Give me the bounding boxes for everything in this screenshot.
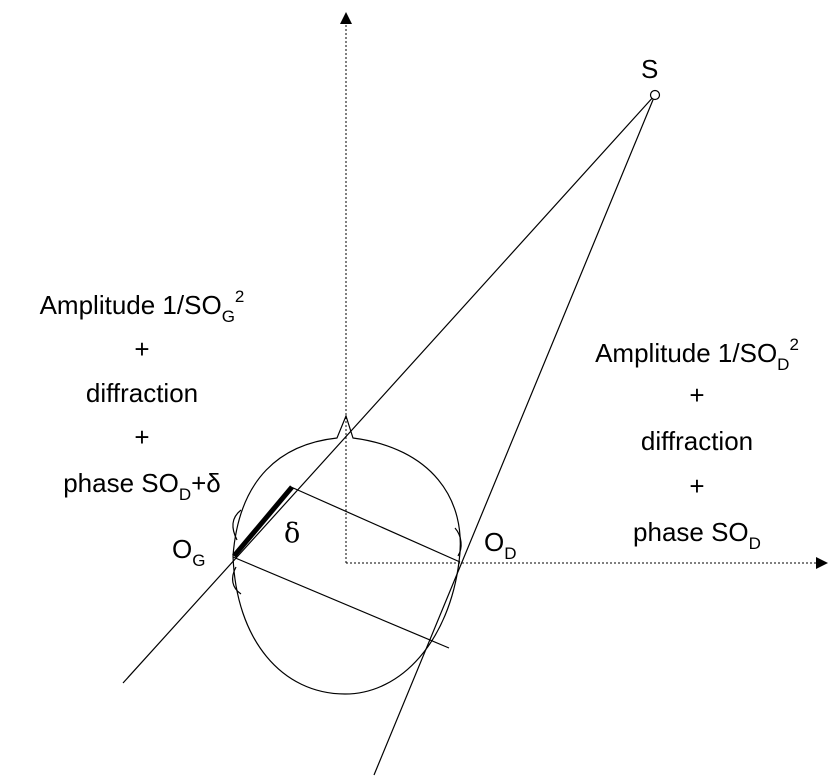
right-ear-label: OD xyxy=(484,527,517,563)
left-phase-line: phase SOD+δ xyxy=(63,468,221,504)
left-diffraction: diffraction xyxy=(86,378,198,408)
right-ear-description: Amplitude 1/SOD2 + diffraction + phase S… xyxy=(595,335,799,553)
right-plus-1: + xyxy=(689,380,704,410)
source-label: S xyxy=(641,54,658,84)
head-outline xyxy=(232,414,461,695)
left-ear-description: Amplitude 1/SOG2 + diffraction + phase S… xyxy=(40,287,245,504)
right-ear xyxy=(454,527,462,557)
right-diffraction: diffraction xyxy=(641,426,753,456)
delta-label: δ xyxy=(284,518,300,549)
ray-to-right-ear xyxy=(373,94,656,776)
left-ear xyxy=(232,509,242,541)
left-amplitude-line: Amplitude 1/SOG2 xyxy=(40,287,245,326)
left-plus-2: + xyxy=(134,422,149,452)
left-plus-1: + xyxy=(134,334,149,364)
right-amplitude-line: Amplitude 1/SOD2 xyxy=(595,335,799,374)
right-plus-2: + xyxy=(689,471,704,501)
delta-segment xyxy=(232,485,294,558)
ray-to-left-ear xyxy=(122,94,656,684)
wavefront-upper xyxy=(290,486,461,563)
right-phase-line: phase SOD xyxy=(633,517,761,553)
wavefront-lower xyxy=(232,556,450,649)
left-ear-label: OG xyxy=(172,534,205,570)
left-ear-lower xyxy=(231,566,242,595)
source-point xyxy=(649,89,661,101)
